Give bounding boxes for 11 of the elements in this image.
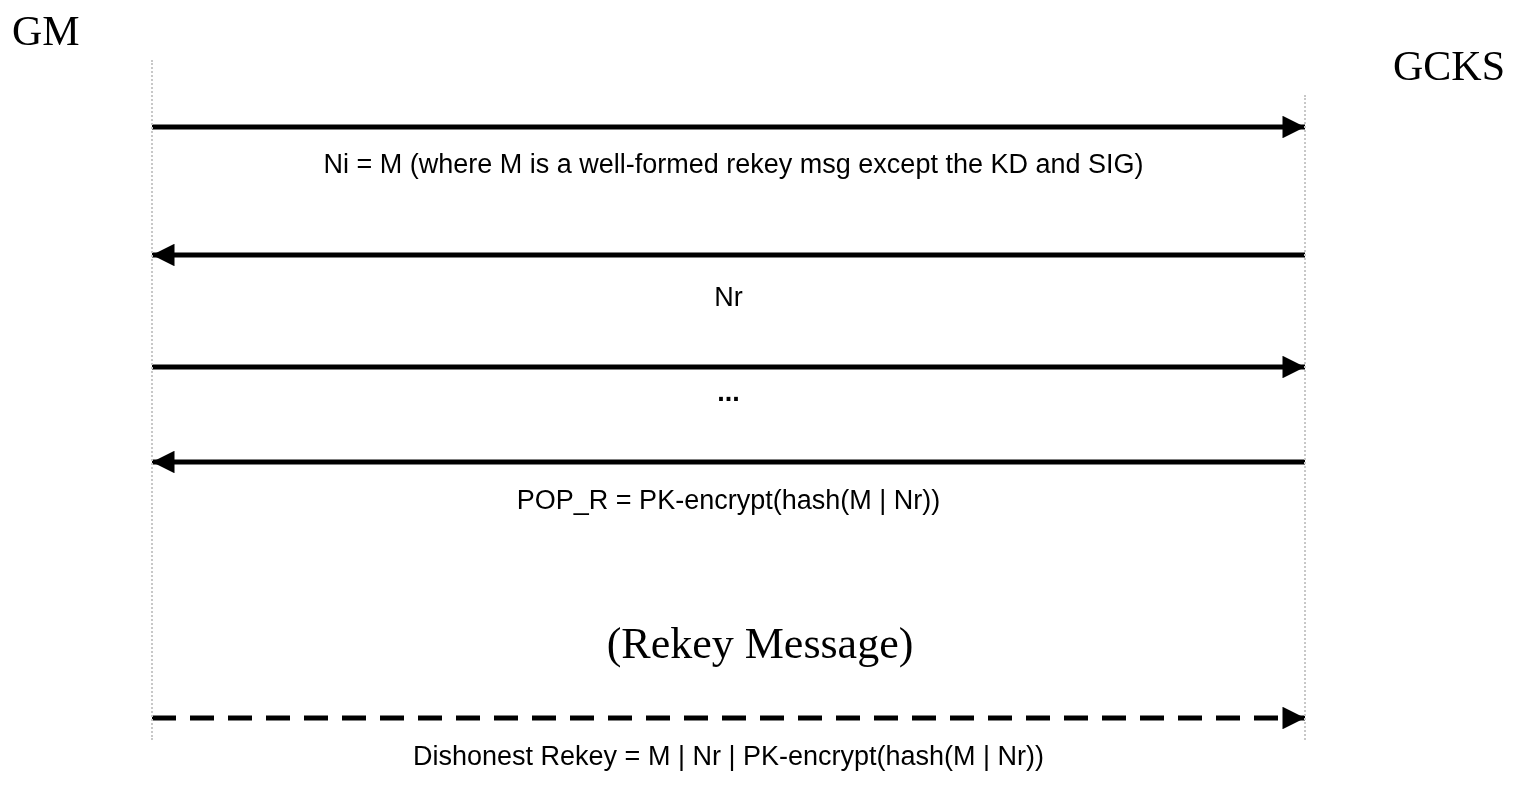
arrow [152, 115, 1305, 139]
arrow [152, 450, 1305, 474]
dashed-arrow [152, 706, 1305, 730]
edge-label: Dishonest Rekey = M | Nr | PK-encrypt(hash(M | Nr)) [413, 742, 1044, 772]
arrow [152, 355, 1305, 379]
participant-name: GM [12, 10, 80, 52]
edge-label: Ni = M (where M is a well-formed rekey msg except the KD and SIG) [323, 150, 1144, 180]
message-caption: (Rekey Message) [606, 620, 914, 669]
edge-label: POP_R = PK-encrypt(hash(M | Nr)) [516, 486, 941, 516]
participant-name: GCKS [1393, 45, 1506, 87]
arrow [152, 243, 1305, 267]
